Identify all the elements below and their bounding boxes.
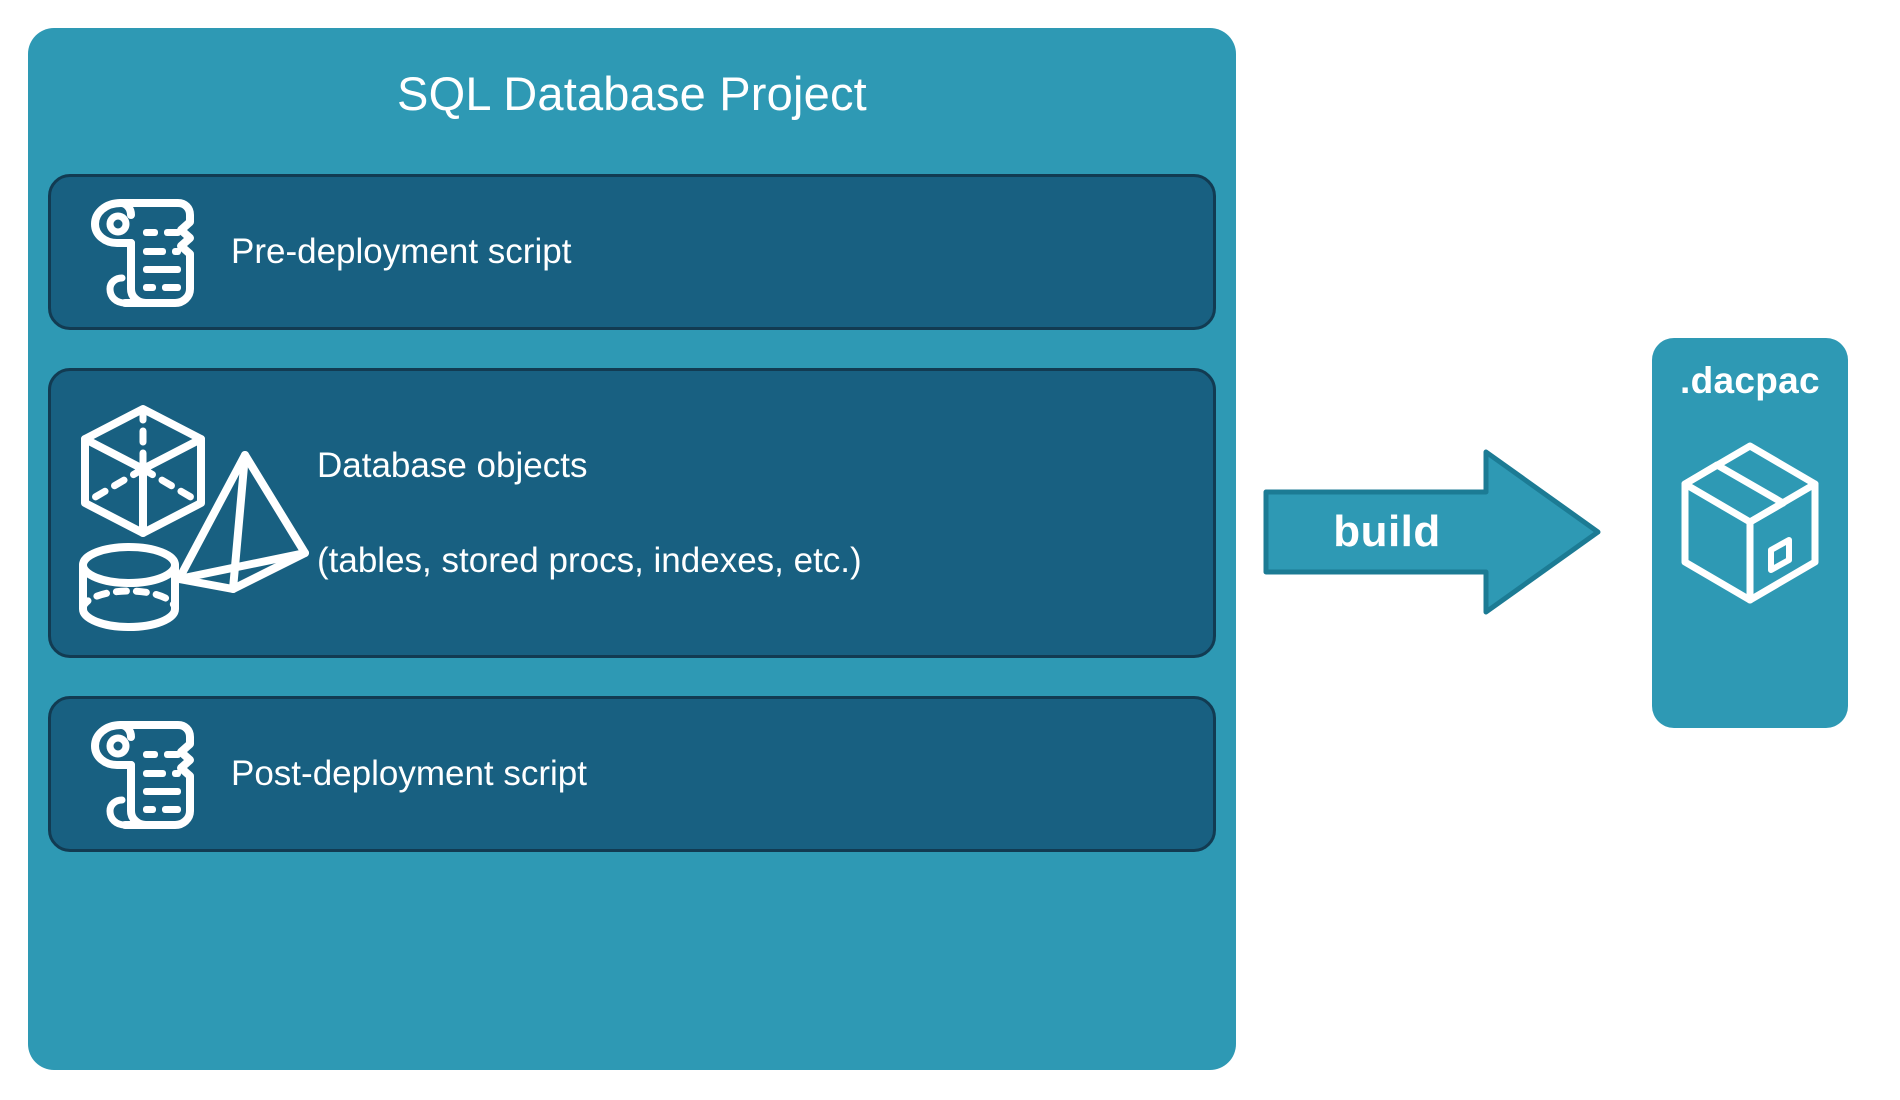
card-post-deployment-label: Post-deployment script <box>231 754 587 794</box>
card-database-objects-label: Database objects (tables, stored procs, … <box>317 395 862 631</box>
arrow-right-icon <box>1262 448 1602 616</box>
card-database-objects-label-line2: (tables, stored procs, indexes, etc.) <box>317 540 862 580</box>
card-pre-deployment-label: Pre-deployment script <box>231 232 572 272</box>
pyramid-icon <box>175 451 309 593</box>
dacpac-title: .dacpac <box>1680 360 1820 401</box>
cube-icon <box>81 405 205 537</box>
cylinder-icon <box>79 543 179 631</box>
card-pre-deployment[interactable]: Pre-deployment script <box>48 174 1216 330</box>
card-post-deployment[interactable]: Post-deployment script <box>48 696 1216 852</box>
card-database-objects[interactable]: Database objects (tables, stored procs, … <box>48 368 1216 658</box>
card-database-objects-label-line1: Database objects <box>317 446 588 486</box>
package-box-icon <box>1675 438 1825 608</box>
shapes-icon <box>57 393 317 633</box>
scroll-icon <box>61 715 231 833</box>
sql-database-project-panel: SQL Database Project <box>28 28 1236 1070</box>
scroll-icon <box>61 193 231 311</box>
dacpac-output-box[interactable]: .dacpac <box>1652 338 1848 728</box>
project-panel-title: SQL Database Project <box>397 67 867 120</box>
